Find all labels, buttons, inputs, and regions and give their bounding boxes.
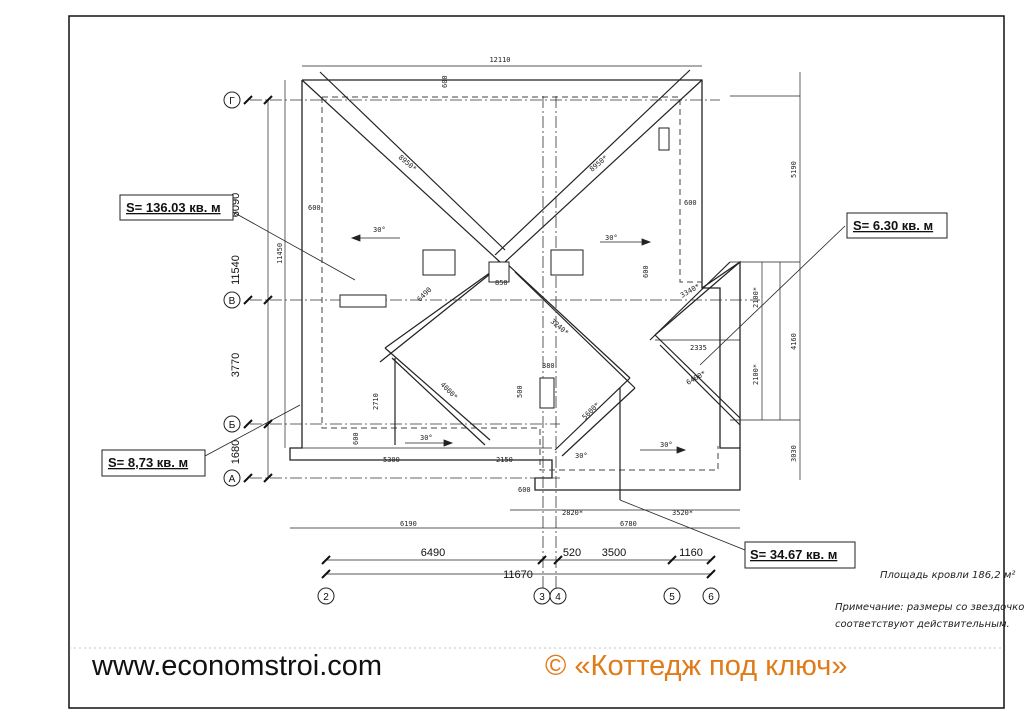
area-small-left: S= 8,73 кв. м: [108, 455, 188, 470]
area-box-main: [119, 194, 234, 221]
note-line-2: соответствуют действительным.: [835, 619, 1010, 630]
dim-6490: 6490: [421, 547, 445, 559]
dim-1680: 1680: [230, 440, 242, 464]
axis-circle-a: [223, 469, 241, 487]
dim-2335: 2335: [690, 344, 707, 352]
dim-600-d: 600: [518, 486, 531, 494]
axis-label-5: 5: [669, 592, 675, 603]
dim-6190: 6190: [400, 520, 417, 528]
roof-area-note: Площадь кровли 186,2 м²: [880, 570, 1015, 581]
axis-label-2: 2: [323, 592, 329, 603]
dim-850: 850: [495, 279, 508, 287]
dim-380: 380: [542, 362, 555, 370]
axis-circle-5: [663, 587, 681, 605]
dim-2100-b: 2100*: [752, 364, 760, 385]
area-right-wing: S= 34.67 кв. м: [750, 547, 837, 562]
axis-circle-6: [702, 587, 720, 605]
dim-1160: 1160: [679, 547, 703, 559]
dim-600-left: 600: [308, 204, 321, 212]
dim-right-total: 5190: [790, 161, 798, 178]
dim-left-total: 11450: [276, 243, 284, 264]
leader-lines: [204, 211, 846, 551]
row-axis-markers: Г В Б А: [223, 91, 241, 487]
dim-3520: 3520*: [672, 509, 693, 517]
dim-4160: 4160: [790, 333, 798, 350]
website-link[interactable]: www.economstroi.com: [92, 650, 383, 682]
dim-3340: 3340*: [679, 282, 701, 299]
skylights: [339, 127, 670, 409]
axis-circle-b: [223, 415, 241, 433]
area-small-right: S= 6.30 кв. м: [853, 218, 933, 233]
dim-520: 520: [563, 547, 581, 559]
drawing-frame: [68, 15, 1005, 709]
slope-arrows: [350, 234, 687, 454]
axis-label-3: 3: [539, 592, 545, 603]
axis-label-v: В: [229, 296, 236, 307]
dim-3240: 3240*: [549, 317, 570, 337]
axis-grid: [250, 96, 760, 595]
axis-label-b: Б: [229, 420, 236, 431]
dim-top: 12110: [489, 56, 510, 64]
dim-600-right: 600: [684, 199, 697, 207]
note-line-1: Примечание: размеры со звездочкой: [835, 602, 1024, 613]
dim-5600: 5600*: [581, 401, 602, 422]
area-box-right-wing: [744, 541, 856, 569]
dim-500: 500: [516, 385, 524, 398]
axis-circle-2: [317, 587, 335, 605]
dim-5300: 5300: [383, 456, 400, 464]
dim-2710: 2710: [372, 393, 380, 410]
slope-angle-3: 30°: [420, 434, 433, 442]
dim-11540: 11540: [230, 255, 242, 285]
brand-copyright: © «Коттедж под ключ»: [545, 650, 848, 682]
axis-label-4: 4: [555, 592, 561, 603]
dim-600-b: 600: [352, 432, 360, 445]
dim-3770: 3770: [230, 353, 242, 377]
area-box-small-right: [846, 212, 948, 239]
slope-angle-5: 30°: [660, 441, 673, 449]
dim-6490-diag: 6490: [416, 286, 434, 304]
slope-angle-1: 30°: [373, 226, 386, 234]
slope-angle-4: 30°: [575, 452, 588, 460]
column-axis-markers: 2 3 4 5 6: [317, 587, 720, 605]
axis-label-a: А: [229, 474, 236, 485]
area-main: S= 136.03 кв. м: [126, 200, 221, 215]
axis-circle-4: [549, 587, 567, 605]
dim-3030: 3030: [790, 445, 798, 462]
ridge-lines: [301, 69, 741, 500]
dim-11670: 11670: [503, 569, 533, 581]
dim-2820: 2820*: [562, 509, 583, 517]
dim-600-top: 600: [441, 75, 449, 88]
dimension-ticks: [243, 95, 716, 579]
axis-label-g: Г: [229, 96, 235, 107]
dim-600-c: 600: [642, 265, 650, 278]
axis-circle-g: [223, 91, 241, 109]
dim-2100-a: 2100*: [752, 287, 760, 308]
slope-angle-2: 30°: [605, 234, 618, 242]
dim-6400: 6400*: [685, 369, 707, 386]
dimension-lines: [267, 65, 801, 575]
dim-3500: 3500: [602, 547, 626, 559]
dim-6780: 6780: [620, 520, 637, 528]
wall-outline: [321, 96, 719, 471]
area-box-small-left: [101, 449, 206, 477]
axis-label-6: 6: [708, 592, 714, 603]
axis-circle-v: [223, 291, 241, 309]
dim-2150: 2150: [496, 456, 513, 464]
area-callouts: S= 136.03 кв. м S= 6.30 кв. м S= 8,73 кв…: [101, 194, 948, 569]
